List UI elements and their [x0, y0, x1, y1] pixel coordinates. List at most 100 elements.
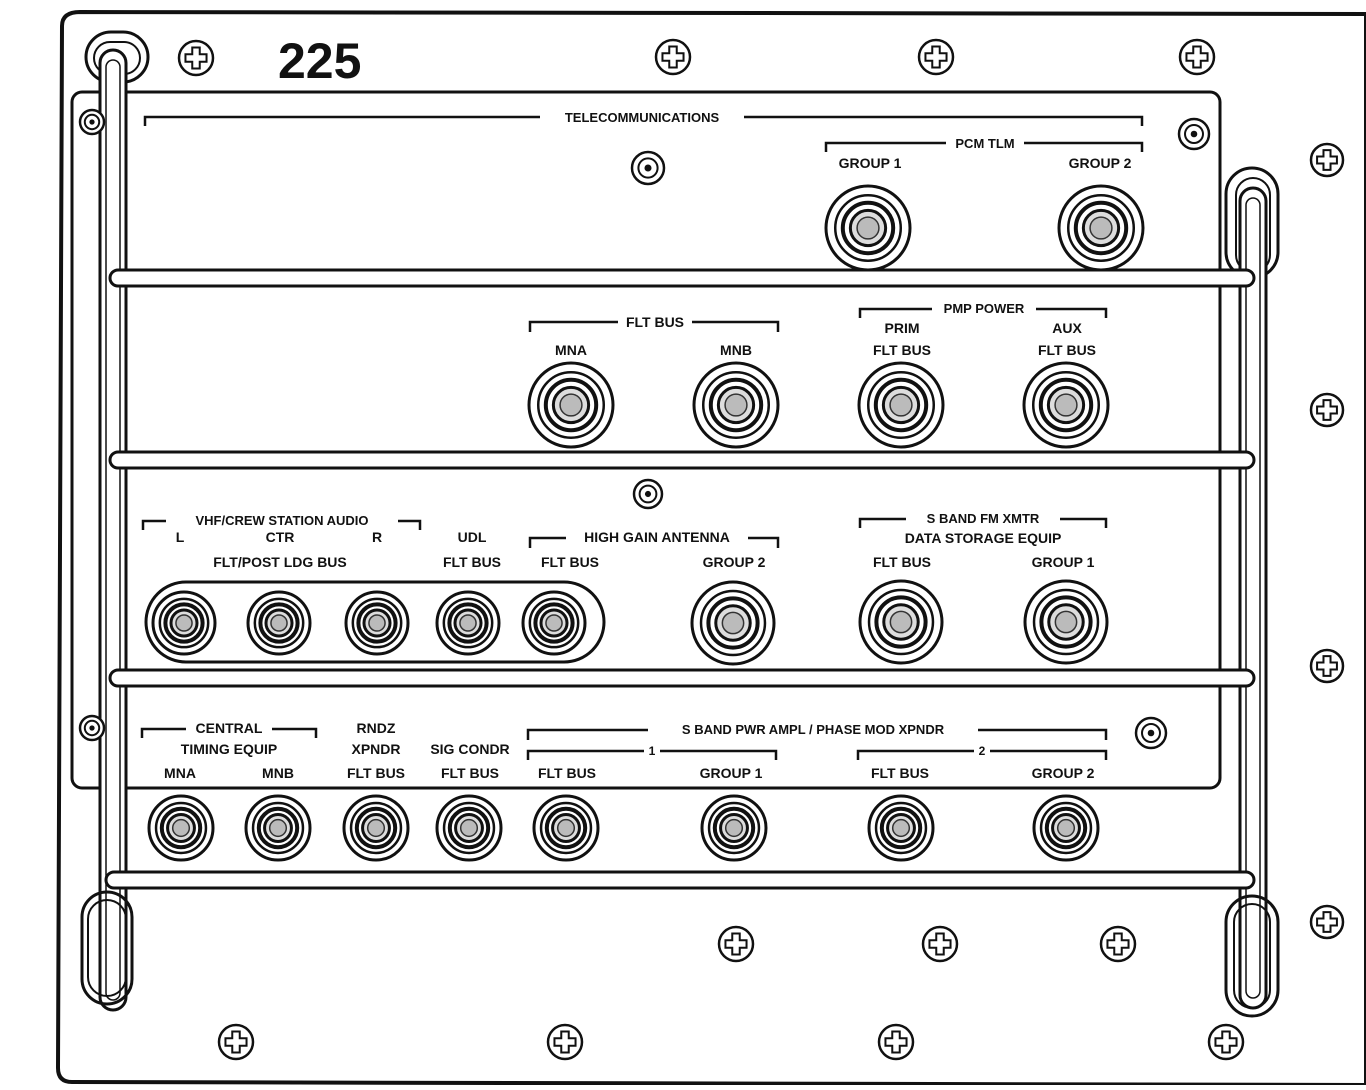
- screw-base-2-icon: [546, 1023, 584, 1061]
- sband-pwr-flt-bus-1-label: FLT BUS: [538, 765, 596, 781]
- connector-sband-pwr-1-flt-bus[interactable]: [532, 794, 600, 862]
- connectors-layer: [147, 184, 1145, 862]
- fastener-6-icon: [78, 714, 106, 742]
- fastener-3-icon: [1177, 117, 1211, 151]
- vhf-bracket: [141, 519, 422, 530]
- sband-pwr-bracket: [526, 728, 1108, 740]
- flt-bus-bracket: [528, 320, 780, 332]
- central-mnb-label: MNB: [262, 765, 294, 781]
- sband-fm-sub-label: DATA STORAGE EQUIP: [905, 530, 1062, 546]
- pmp-prim-flt-bus-label: FLT BUS: [873, 342, 931, 358]
- rndz-xpndr-label: XPNDR: [351, 741, 400, 757]
- hga-flt-bus-label: FLT BUS: [541, 554, 599, 570]
- pmp-aux-flt-bus-label: FLT BUS: [1038, 342, 1096, 358]
- left-handle: [80, 30, 150, 1012]
- connector-vhf-ctr[interactable]: [246, 590, 312, 656]
- sig-condr-label: SIG CONDR: [430, 741, 509, 757]
- vhf-l-label: L: [176, 529, 185, 545]
- flt-bus-mna-label: MNA: [555, 342, 587, 358]
- screw-right-1-icon: [1309, 142, 1345, 178]
- panel-number: 225: [278, 33, 361, 89]
- screw-top-2-icon: [654, 38, 692, 76]
- screw-right-4-icon: [1309, 904, 1345, 940]
- fastener-2-icon: [632, 478, 664, 510]
- pmp-aux-label: AUX: [1052, 320, 1082, 336]
- connector-sig-flt-bus[interactable]: [435, 794, 503, 862]
- screw-top-3-icon: [917, 38, 955, 76]
- connector-pmp-aux-flt-bus[interactable]: [1022, 361, 1110, 449]
- connector-flt-bus-mnb[interactable]: [692, 361, 780, 449]
- connector-flt-bus-mna[interactable]: [527, 361, 615, 449]
- central-title: CENTRAL: [196, 720, 263, 736]
- pmp-power-bracket: [858, 307, 1108, 318]
- telecom-title: TELECOMMUNICATIONS: [565, 110, 720, 125]
- pcm-group2-label: GROUP 2: [1069, 155, 1132, 171]
- hga-title: HIGH GAIN ANTENNA: [584, 529, 730, 545]
- sband-fm-bracket: [858, 517, 1108, 528]
- rndz-label: RNDZ: [357, 720, 396, 736]
- central-mna-label: MNA: [164, 765, 196, 781]
- sband-pwr-group1-label: GROUP 1: [700, 765, 763, 781]
- flt-bus-mnb-label: MNB: [720, 342, 752, 358]
- connector-vhf-r[interactable]: [344, 590, 410, 656]
- flt-bus-title: FLT BUS: [626, 314, 684, 330]
- pcm-tlm-title: PCM TLM: [955, 136, 1014, 151]
- fastener-4-icon: [1134, 716, 1168, 750]
- screw-bottom-row-3-icon: [1099, 925, 1137, 963]
- sband-pwr-1-label: 1: [649, 744, 656, 758]
- connector-central-mna[interactable]: [147, 794, 215, 862]
- connector-pcm-group-2[interactable]: [1057, 184, 1145, 272]
- connector-pmp-prim-flt-bus[interactable]: [857, 361, 945, 449]
- connector-vhf-l[interactable]: [151, 590, 217, 656]
- screw-right-2-icon: [1309, 392, 1345, 428]
- sband-fm-group1-label: GROUP 1: [1032, 554, 1095, 570]
- udl-flt-bus-label: FLT BUS: [443, 554, 501, 570]
- sband-pwr-flt-bus-2-label: FLT BUS: [871, 765, 929, 781]
- screw-base-1-icon: [217, 1023, 255, 1061]
- hga-bracket: [528, 536, 780, 548]
- pcm-group1-label: GROUP 1: [839, 155, 902, 171]
- connector-central-mnb[interactable]: [244, 794, 312, 862]
- screw-bottom-row-2-icon: [921, 925, 959, 963]
- sig-flt-bus-label: FLT BUS: [441, 765, 499, 781]
- fastener-1-icon: [630, 150, 666, 186]
- vhf-r-label: R: [372, 529, 382, 545]
- connector-sband-pwr-1-group-1[interactable]: [700, 794, 768, 862]
- screw-base-4-icon: [1207, 1023, 1245, 1061]
- screws-layer: [78, 38, 1345, 1061]
- udl-label: UDL: [458, 529, 487, 545]
- screw-bottom-row-1-icon: [717, 925, 755, 963]
- sband-pwr-2-bracket: [856, 749, 1108, 760]
- screw-base-3-icon: [877, 1023, 915, 1061]
- guard-rails: [104, 268, 1256, 890]
- sband-pwr-group2-label: GROUP 2: [1032, 765, 1095, 781]
- connector-hga-group-2[interactable]: [690, 580, 776, 666]
- vhf-ctr-label: CTR: [266, 529, 295, 545]
- vhf-title: VHF/CREW STATION AUDIO: [195, 513, 368, 528]
- central-sub-label: TIMING EQUIP: [181, 741, 277, 757]
- pmp-prim-label: PRIM: [885, 320, 920, 336]
- connector-sband-pwr-2-flt-bus[interactable]: [867, 794, 935, 862]
- rndz-flt-bus-label: FLT BUS: [347, 765, 405, 781]
- sband-pwr-2-label: 2: [979, 744, 986, 758]
- connector-sband-fm-flt-bus[interactable]: [858, 579, 944, 665]
- fastener-5-icon: [78, 108, 106, 136]
- screw-top-4-icon: [1178, 38, 1216, 76]
- connector-udl-flt-bus[interactable]: [435, 590, 501, 656]
- connector-sband-pwr-2-group-2[interactable]: [1032, 794, 1100, 862]
- pcm-tlm-bracket: [824, 141, 1144, 152]
- connector-hga-flt-bus[interactable]: [521, 590, 587, 656]
- sband-fm-title: S BAND FM XMTR: [927, 511, 1040, 526]
- screw-right-3-icon: [1309, 648, 1345, 684]
- sband-pwr-1-bracket: [526, 749, 778, 760]
- connector-sband-fm-group-1[interactable]: [1023, 579, 1109, 665]
- connector-rndz-flt-bus[interactable]: [342, 794, 410, 862]
- connector-pcm-group-1[interactable]: [824, 184, 912, 272]
- sband-pwr-title: S BAND PWR AMPL / PHASE MOD XPNDR: [682, 722, 945, 737]
- sband-fm-flt-bus-label: FLT BUS: [873, 554, 931, 570]
- screw-top-1-icon: [177, 39, 215, 77]
- telecom-bracket: [143, 115, 1144, 126]
- right-handle: [1224, 166, 1280, 1018]
